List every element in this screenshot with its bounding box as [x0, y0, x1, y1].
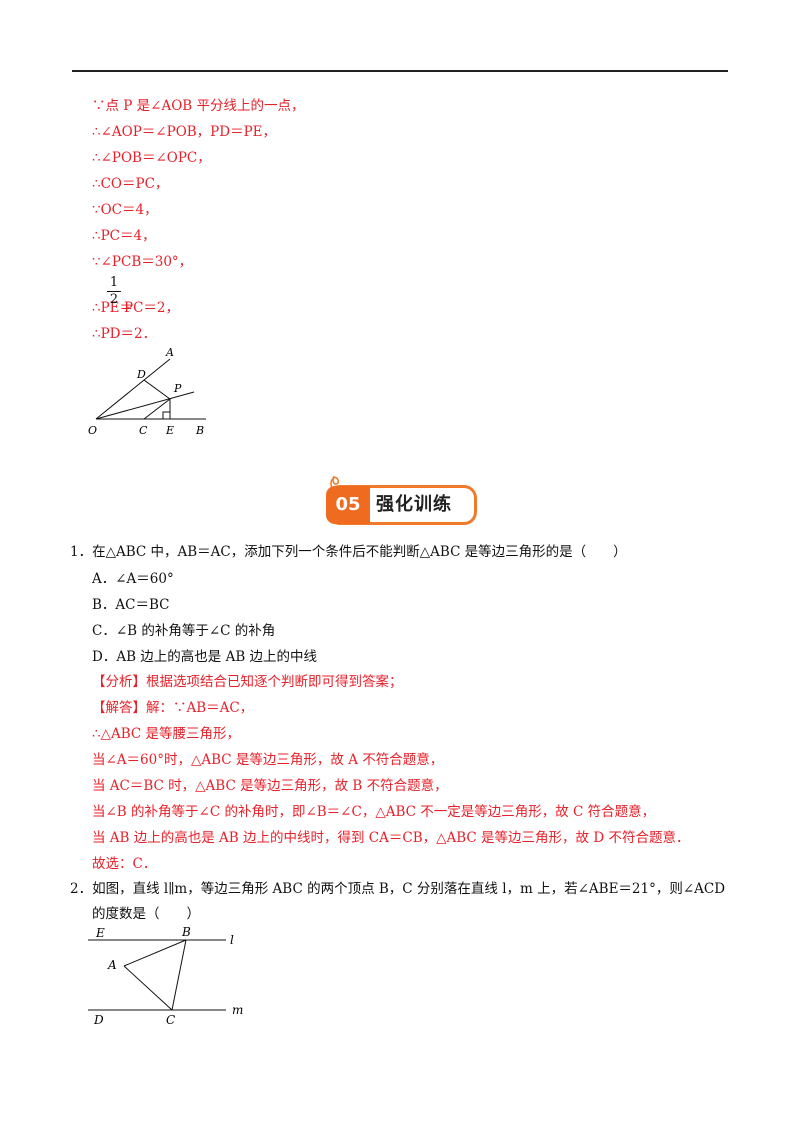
analysis-line: 【分析】根据选项结合已知逐个判断即可得到答案； — [92, 674, 403, 690]
option-c: C．∠B 的补角等于∠C 的补角 — [92, 623, 276, 639]
solution-line: ∴∠POB＝∠OPC， — [92, 150, 211, 166]
fraction-denominator: 2 — [109, 292, 119, 307]
label-O: O — [88, 424, 97, 437]
solution-line: PC＝2， — [124, 300, 180, 316]
fraction-half: 1 2 — [107, 276, 121, 307]
parallel-lines-figure: E B l A D C m — [88, 925, 243, 1027]
label-C: C — [166, 1013, 175, 1027]
label-l: l — [230, 933, 234, 947]
fraction-bar — [107, 291, 121, 292]
answer-line: ∴△ABC 是等腰三角形， — [92, 726, 241, 742]
option-a: A．∠A＝60° — [92, 571, 174, 587]
section-number: 05 — [326, 486, 370, 524]
answer-line: 当 AB 边上的高也是 AB 边上的中线时，得到 CA＝CB，△ABC 是等边三… — [92, 830, 690, 846]
label-E: E — [95, 926, 105, 940]
solution-line: ∵∠PCB＝30°， — [92, 254, 193, 270]
solution-line: ∴PD＝2． — [92, 326, 157, 342]
option-b: B．AC＝BC — [92, 597, 170, 613]
solution-line: ∵点 P 是∠AOB 平分线上的一点， — [92, 98, 305, 114]
label-A: A — [107, 958, 117, 972]
solution-line: ∴CO＝PC， — [92, 176, 169, 192]
angle-bisector-figure: A D P O C E B — [88, 346, 206, 437]
answer-line: 当∠B 的补角等于∠C 的补角时，即∠B＝∠C，△ABC 不一定是等边三角形，故… — [92, 804, 656, 820]
label-D: D — [136, 368, 146, 381]
solution-line: ∴PC＝4， — [92, 228, 156, 244]
header-rule — [72, 70, 728, 72]
section-title: 强化训练 — [376, 494, 452, 515]
option-d: D．AB 边上的高也是 AB 边上的中线 — [92, 649, 318, 665]
section-badge: 05 强化训练 — [326, 475, 476, 524]
answer-line: 故选：C． — [92, 856, 157, 872]
label-D: D — [93, 1013, 104, 1027]
answer-line: 当 AC＝BC 时，△ABC 是等边三角形，故 B 不符合题意， — [92, 778, 448, 794]
question-2-stem-cont: 的度数是（ ） — [92, 906, 200, 922]
answer-line: 当∠A＝60°时，△ABC 是等边三角形，故 A 不符合题意， — [92, 752, 444, 768]
label-m: m — [232, 1003, 243, 1017]
label-E: E — [165, 424, 174, 437]
solution-line: ∴PE＝ — [92, 300, 134, 316]
label-A: A — [165, 346, 174, 359]
question-1-stem: 1．在△ABC 中，AB＝AC，添加下列一个条件后不能判断△ABC 是等边三角形… — [70, 544, 627, 560]
label-B: B — [195, 424, 204, 437]
label-B: B — [181, 925, 191, 939]
label-C: C — [139, 424, 148, 437]
solution-line: ∴∠AOP＝∠POB，PD＝PE， — [92, 124, 277, 140]
curl-decoration — [330, 475, 339, 489]
answer-line: 【解答】解：∵AB＝AC， — [92, 700, 254, 716]
solution-line: ∵OC＝4， — [92, 202, 158, 218]
label-P: P — [173, 382, 182, 395]
fraction-numerator: 1 — [109, 275, 119, 290]
question-2-stem: 2．如图，直线 l∥m，等边三角形 ABC 的两个顶点 B，C 分别落在直线 l… — [70, 881, 726, 897]
